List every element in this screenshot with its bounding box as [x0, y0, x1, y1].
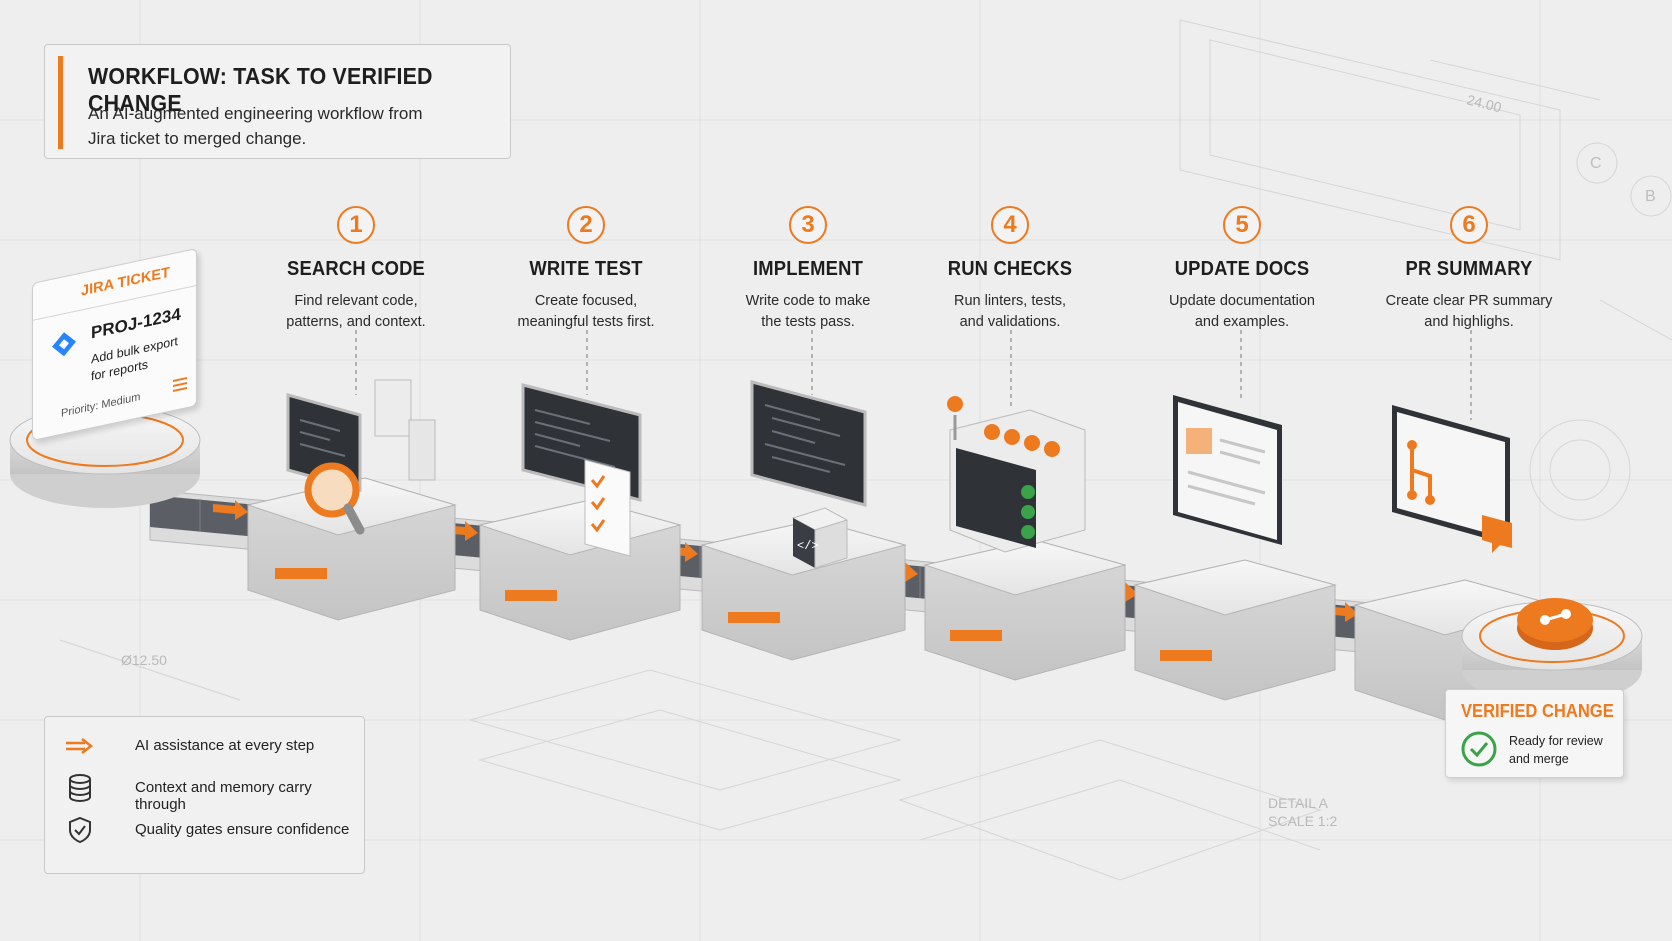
station-2 [478, 383, 682, 641]
circle-b-label: B [1645, 188, 1656, 205]
step-title: RUN CHECKS [947, 258, 1073, 280]
step-number-badge: 3 [789, 206, 827, 244]
step-number-badge: 1 [337, 206, 375, 244]
shield-check-icon [69, 816, 91, 844]
legend-item: AI assistance at every step [65, 731, 355, 761]
detail-label: DETAIL A [1268, 795, 1328, 811]
step-1-header: 1 SEARCH CODE Find relevant code,pattern… [236, 206, 476, 333]
step-title: WRITE TEST [529, 258, 643, 280]
jira-logo-icon [52, 332, 76, 357]
step-number-badge: 5 [1223, 206, 1261, 244]
diameter-label: Ø12.50 [121, 652, 167, 668]
step-description: Run linters, tests,and validations. [953, 293, 1066, 330]
step-2-header: 2 WRITE TEST Create focused,meaningful t… [466, 206, 706, 333]
legend-label: Quality gates ensure confidence [135, 821, 350, 838]
step-title: UPDATE DOCS [1174, 258, 1310, 280]
check-machine-icon [947, 396, 1086, 553]
step-title: IMPLEMENT [752, 258, 863, 280]
legend: AI assistance at every step Context and … [44, 716, 365, 874]
step-4-header: 4 RUN CHECKS Run linters, tests,and vali… [890, 206, 1130, 333]
leader-lines [355, 330, 1472, 420]
station-5 [1133, 395, 1337, 701]
page-title: WORKFLOW: TASK TO VERIFIED CHANGE [88, 63, 433, 116]
ticket-priority: Priority: Medium [61, 390, 141, 420]
code-block-icon: </> [791, 507, 849, 569]
branch-icon [1392, 405, 1512, 553]
station-4 [923, 396, 1127, 681]
start-platform [9, 405, 201, 508]
magnifier-icon [304, 462, 365, 535]
document-icon [1173, 395, 1282, 545]
legend-item: Context and memory carry through [65, 773, 355, 813]
step-number-badge: 6 [1450, 206, 1488, 244]
step-description: Create focused,meaningful tests first. [517, 293, 655, 330]
step-title: PR SUMMARY [1405, 258, 1533, 280]
end-platform [1461, 598, 1643, 704]
page-subtitle: An AI-augmented engineering workflow fro… [88, 104, 423, 148]
step-description: Find relevant code,patterns, and context… [286, 293, 426, 330]
step-title: SEARCH CODE [287, 258, 425, 280]
station-3: </> [700, 380, 907, 661]
scale-label: SCALE 1:2 [1268, 813, 1338, 829]
circle-c-label: C [1590, 155, 1602, 172]
svg-text:</>: </> [797, 539, 819, 553]
step-number-badge: 2 [567, 206, 605, 244]
legend-item: Quality gates ensure confidence [65, 815, 355, 845]
check-circle-icon [1461, 731, 1497, 767]
menu-icon[interactable] [173, 377, 187, 393]
jira-ticket-card[interactable]: JIRA TICKET PROJ-1234 Add bulk export fo… [32, 247, 197, 443]
station-1 [246, 379, 457, 621]
merge-badge-icon [1517, 598, 1593, 650]
legend-label: Context and memory carry through [135, 779, 312, 813]
step-number-badge: 4 [991, 206, 1029, 244]
title-box: WORKFLOW: TASK TO VERIFIED CHANGE An AI-… [44, 44, 511, 159]
verified-title: VERIFIED CHANGE [1461, 701, 1614, 721]
arrow-icon [66, 738, 94, 754]
checklist-icon [584, 459, 631, 557]
database-icon [69, 774, 91, 802]
title-accent-bar [58, 56, 63, 149]
legend-label: AI assistance at every step [135, 737, 315, 754]
